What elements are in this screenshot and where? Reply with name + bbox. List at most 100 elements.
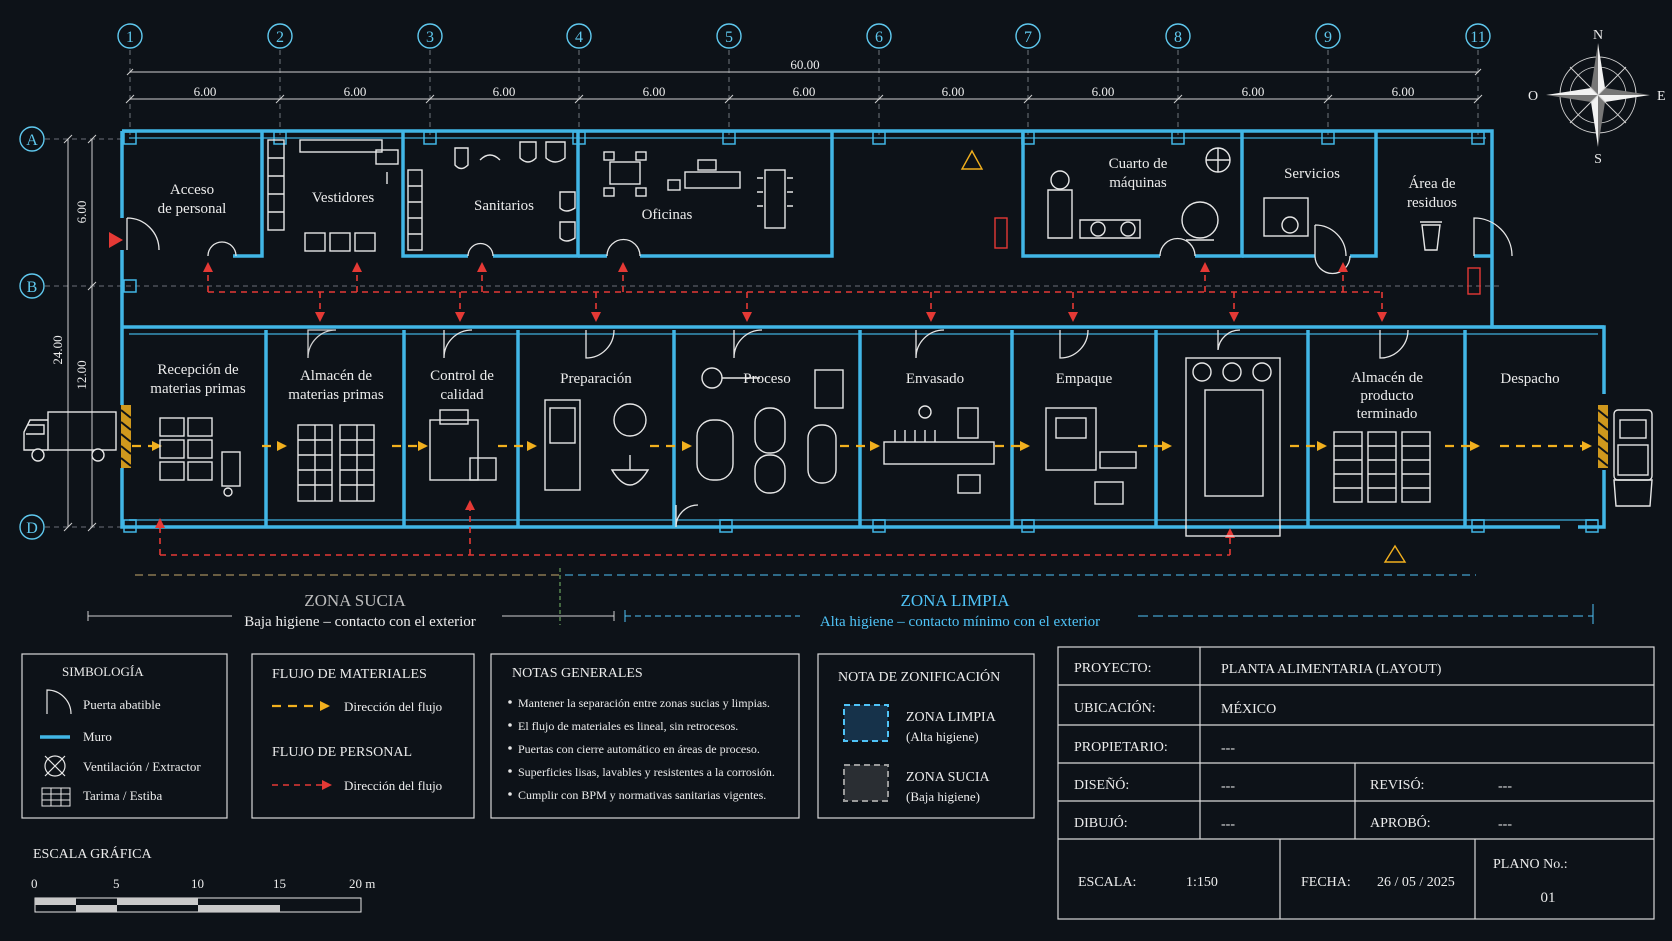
svg-text:4: 4 xyxy=(575,29,583,46)
scale-bar-title: ESCALA GRÁFICA xyxy=(33,845,153,862)
top-dimensions: 60.00 6.00 6.00 6.00 6.00 6.00 6.00 6.00… xyxy=(125,57,1483,104)
dim-bay-1: 6.00 xyxy=(194,84,217,99)
zone-dirty-title: ZONA SUCIA xyxy=(304,591,406,610)
general-notes: NOTAS GENERALES Mantener la separación e… xyxy=(490,653,800,819)
zone-markers: ZONA SUCIA Baja higiene – contacto con e… xyxy=(87,568,1594,630)
svg-text:20 m: 20 m xyxy=(349,876,375,891)
dirty-zone-swatch xyxy=(843,764,889,802)
dim-bay-2: 6.00 xyxy=(344,84,367,99)
zoning-note: NOTA DE ZONIFICACIÓN ZONA LIMPIA (Alta h… xyxy=(817,653,1035,819)
svg-text:FECHA:: FECHA: xyxy=(1301,875,1351,890)
room-servicios: Servicios xyxy=(1284,166,1340,182)
truck-icon-right xyxy=(1613,409,1653,507)
dim-bay-3: 6.00 xyxy=(493,84,516,99)
svg-text:---: --- xyxy=(1221,741,1235,756)
dim-bay-6: 6.00 xyxy=(942,84,965,99)
dim-bay-7: 6.00 xyxy=(1092,84,1115,99)
equipment xyxy=(159,139,1481,563)
svg-text:Superficies lisas, lavables y: Superficies lisas, lavables y resistente… xyxy=(518,765,775,779)
zoning-title: NOTA DE ZONIFICACIÓN xyxy=(838,668,1000,685)
pallet-icon xyxy=(41,787,71,807)
personnel-flow xyxy=(155,262,1387,556)
svg-text:ESCALA:: ESCALA: xyxy=(1078,875,1136,890)
axis-row-d: D xyxy=(19,514,45,540)
entry-arrow-icon xyxy=(109,232,123,248)
room-envasado: Envasado xyxy=(906,371,964,387)
compass-s: S xyxy=(1594,152,1602,167)
axis-col-2: 2 xyxy=(267,23,293,49)
axis-col-1: 1 xyxy=(117,23,143,49)
svg-text:15: 15 xyxy=(273,876,286,891)
svg-text:Dirección del flujo: Dirección del flujo xyxy=(344,778,442,793)
svg-text:Cumplir con BPM y normativas s: Cumplir con BPM y normativas sanitarias … xyxy=(518,788,766,802)
notes-title: NOTAS GENERALES xyxy=(512,666,643,681)
svg-text:10: 10 xyxy=(191,876,204,891)
scale-value: 1:150 xyxy=(1186,875,1218,890)
svg-text:---: --- xyxy=(1221,817,1235,832)
door-swings xyxy=(126,217,1513,528)
title-block: PROYECTO: PLANTA ALIMENTARIA (LAYOUT) UB… xyxy=(1057,646,1655,920)
dim-bay-5: 6.00 xyxy=(793,84,816,99)
svg-text:5: 5 xyxy=(113,876,120,891)
svg-text:DISEÑÓ:: DISEÑÓ: xyxy=(1074,776,1129,793)
room-preparacion: Preparación xyxy=(560,371,632,387)
room-oficinas: Oficinas xyxy=(642,207,693,223)
room-proceso: Proceso xyxy=(743,371,791,387)
truck-icon-left xyxy=(23,411,117,462)
svg-text:Dirección del flujo: Dirección del flujo xyxy=(344,699,442,714)
svg-text:(Alta higiene): (Alta higiene) xyxy=(906,729,979,744)
svg-text:---: --- xyxy=(1221,779,1235,794)
materials-flow-title: FLUJO DE MATERIALES xyxy=(272,667,427,682)
axis-col-8: 8 xyxy=(1165,23,1191,49)
loading-docks xyxy=(120,405,1609,468)
svg-text:Puerta abatible: Puerta abatible xyxy=(83,697,161,712)
zone-dirty-subtitle: Baja higiene – contacto con el exterior xyxy=(244,614,476,630)
room-sanitarios: Sanitarios xyxy=(474,198,534,214)
axis-gridlines xyxy=(45,50,1500,528)
svg-text:PROPIETARIO:: PROPIETARIO: xyxy=(1074,740,1168,755)
column-axes: 1 2 3 4 5 6 7 8 9 11 xyxy=(117,23,1491,49)
svg-text:ZONA LIMPIA: ZONA LIMPIA xyxy=(906,710,997,725)
legend-title: SIMBOLOGÍA xyxy=(62,664,144,679)
date-value: 26 / 05 / 2025 xyxy=(1377,875,1455,890)
compass-w: O xyxy=(1528,89,1538,104)
svg-text:PLANO No.:: PLANO No.: xyxy=(1493,857,1568,872)
row-axes: A B D xyxy=(19,126,45,540)
svg-text:PROYECTO:: PROYECTO: xyxy=(1074,661,1152,676)
left-dimensions: 24.00 6.00 12.00 xyxy=(50,134,97,532)
svg-text:Mantener la separación entre z: Mantener la separación entre zonas sucia… xyxy=(518,696,770,710)
room-despacho: Despacho xyxy=(1500,371,1559,387)
zone-clean-title: ZONA LIMPIA xyxy=(900,591,1010,610)
svg-text:3: 3 xyxy=(426,29,434,46)
svg-text:REVISÓ:: REVISÓ: xyxy=(1370,776,1424,793)
dim-bay-4: 6.00 xyxy=(643,84,666,99)
compass-n: N xyxy=(1593,28,1603,43)
axis-col-4: 4 xyxy=(566,23,592,49)
svg-text:5: 5 xyxy=(725,29,733,46)
fan-icon xyxy=(44,755,66,777)
svg-text:APROBÓ:: APROBÓ: xyxy=(1370,814,1431,831)
svg-text:UBICACIÓN:: UBICACIÓN: xyxy=(1074,699,1156,716)
clean-zone-swatch xyxy=(843,704,889,742)
compass-rose: N S E O xyxy=(1528,28,1666,167)
axis-col-5: 5 xyxy=(716,23,742,49)
axis-col-3: 3 xyxy=(417,23,443,49)
personnel-flow-title: FLUJO DE PERSONAL xyxy=(272,745,412,760)
axis-col-6: 6 xyxy=(866,23,892,49)
svg-text:11: 11 xyxy=(1470,29,1485,46)
legend-flows: FLUJO DE MATERIALES Dirección del flujo … xyxy=(251,653,475,819)
svg-text:ZONA SUCIA: ZONA SUCIA xyxy=(906,770,991,785)
svg-text:7: 7 xyxy=(1024,29,1032,46)
svg-text:6: 6 xyxy=(875,29,883,46)
svg-text:B: B xyxy=(27,279,38,296)
svg-text:A: A xyxy=(26,132,38,149)
